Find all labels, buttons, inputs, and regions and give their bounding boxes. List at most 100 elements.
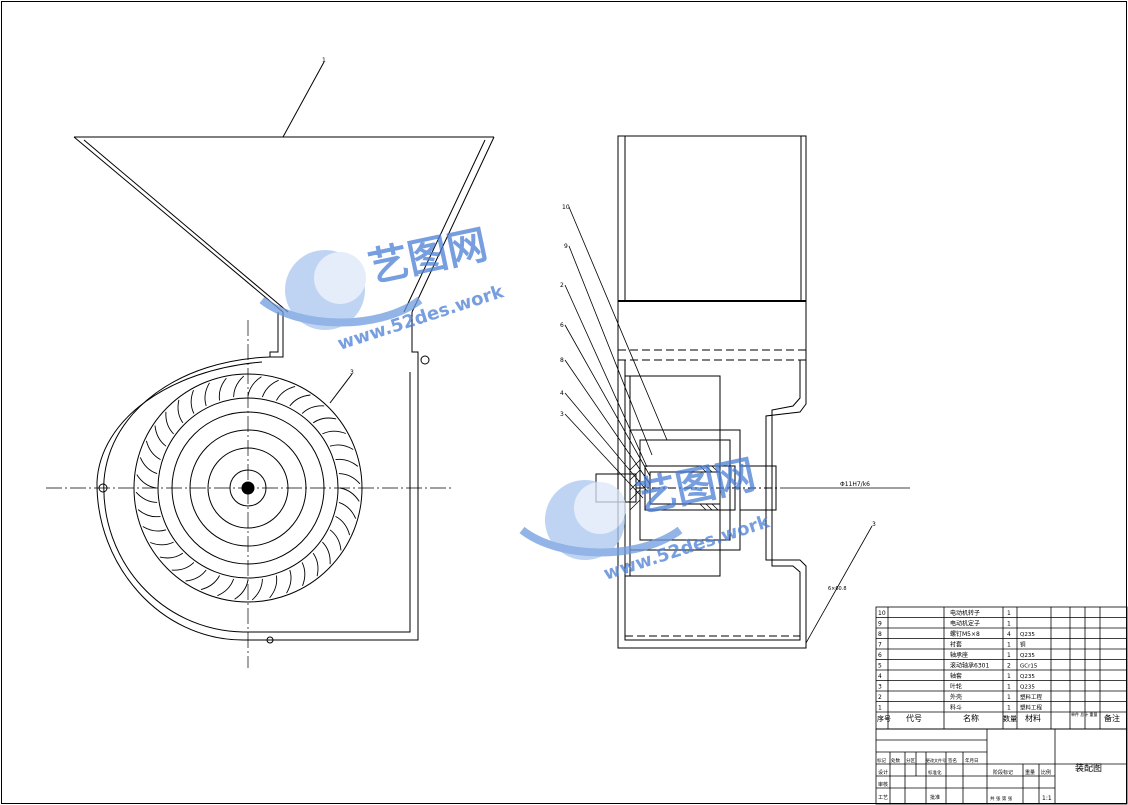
impeller-blade — [200, 575, 220, 591]
impeller-blade — [338, 501, 357, 519]
bom-row-name: 滚动轴承6301 — [950, 662, 989, 670]
bom-row-name: 轴承座 — [950, 651, 968, 659]
impeller-blade — [322, 430, 346, 435]
tb-label-sheet: 共 张 第 张 — [990, 795, 1013, 802]
impeller-blade — [159, 552, 184, 559]
section-label-8: 8 — [560, 357, 564, 364]
bom-row-name: 料斗 — [950, 704, 962, 712]
impeller-blade — [276, 385, 296, 401]
impeller-blade — [145, 440, 161, 460]
impeller-blade — [289, 394, 311, 407]
impeller-blade — [329, 444, 354, 450]
bom-row-name: 电动机转子 — [950, 609, 980, 617]
bom-row-seq: 2 — [878, 694, 882, 701]
impeller-blade — [329, 529, 342, 551]
leader-front-3 — [329, 373, 353, 404]
dimension-note: Φ11H7/k6 — [840, 481, 870, 488]
bom-header-qty: 数量 — [1003, 714, 1017, 723]
impeller-blade — [286, 569, 292, 594]
title-block — [875, 728, 1128, 805]
impeller-blade — [312, 552, 319, 577]
impeller-blade — [233, 375, 245, 398]
bom-row-seq: 9 — [878, 621, 882, 628]
tb-label-process: 工艺 — [878, 795, 888, 801]
bom-row-qty: 1 — [1007, 642, 1011, 649]
bom-row-seq: 1 — [878, 705, 882, 712]
bom-row-qty: 1 — [1007, 705, 1011, 712]
impeller-blade — [150, 541, 174, 546]
impeller-blade — [154, 425, 167, 447]
impeller-blade — [335, 458, 359, 467]
impeller-blade — [135, 491, 158, 503]
tb-label-count: 处数 — [891, 757, 900, 764]
tb-label-change-no: 更改文件号 — [926, 757, 946, 763]
impeller-blade — [185, 569, 207, 582]
bom-header-material: 材料 — [1025, 713, 1041, 723]
tb-label-approve: 批准 — [930, 794, 940, 801]
section-label-3: 3 — [560, 411, 564, 418]
bom-row-material: GCr15 — [1020, 664, 1038, 670]
tb-label-check: 审核 — [878, 781, 888, 788]
bom-row-name: 衬套 — [950, 641, 962, 649]
bom-row-name: 螺钉M5×8 — [950, 630, 980, 638]
bom-row-material: Q235 — [1020, 632, 1035, 638]
impeller-blade — [247, 376, 262, 397]
impeller-blade — [171, 562, 195, 571]
front-centerlines — [46, 320, 452, 668]
bom-header-unit-weight: 单件 总计 重量 — [1071, 711, 1098, 717]
hopper-section — [617, 135, 807, 302]
impeller-blade — [339, 487, 360, 502]
bom-row-qty: 4 — [1007, 631, 1011, 638]
tb-label-date: 年月日 — [965, 757, 979, 764]
bom-row-qty: 1 — [1007, 621, 1011, 628]
tb-label-standard: 标准化 — [928, 769, 942, 776]
section-view — [564, 135, 910, 649]
front-label-1: 1 — [322, 57, 326, 64]
section-label-3b: 3 — [872, 521, 876, 528]
bom-row-qty: 1 — [1007, 652, 1011, 659]
bom-header-code: 代号 — [906, 713, 922, 723]
bom-header-remark: 备注 — [1104, 713, 1120, 723]
section-label-10: 10 — [562, 204, 570, 211]
impeller-blade — [142, 526, 167, 532]
section-leaders — [564, 206, 873, 644]
bom-row-qty: 1 — [1007, 694, 1011, 701]
bom-row-seq: 3 — [878, 684, 882, 691]
title-block-text: 装配图 1:1 标记 处数 分区 更改文件号 签名 年月日 设计 标准化 审核 … — [877, 757, 1102, 802]
impeller-blade — [204, 382, 210, 407]
bom-row-material: Q235 — [1020, 685, 1035, 691]
impeller-blade — [218, 377, 227, 401]
section-label-2: 2 — [560, 282, 564, 289]
leader-labels: 1 3 10 9 2 6 8 4 3 3 Φ11H7/k6 6×60.8 — [322, 57, 876, 592]
watermark-top: 艺图网 www.52des.work — [259, 222, 507, 355]
impeller-blade — [190, 390, 195, 414]
impeller-blade — [261, 379, 279, 398]
bom-row-name: 电动机定子 — [950, 620, 980, 628]
front-view — [73, 61, 495, 644]
bom-row-material: Q235 — [1020, 653, 1035, 659]
impeller-blade — [137, 509, 161, 518]
bom-row-seq: 7 — [878, 642, 882, 649]
impeller-blades — [135, 375, 361, 601]
impeller-blade — [251, 578, 263, 601]
impeller-blade — [165, 411, 174, 435]
bom-row-qty: 1 — [1007, 684, 1011, 691]
bom-row-name: 轴套 — [950, 672, 962, 680]
drawing-scale: 1:1 — [1042, 795, 1052, 802]
bom-row-qty: 1 — [1007, 673, 1011, 680]
hopper — [73, 136, 495, 313]
tb-label-weight: 重量 — [1025, 769, 1035, 776]
bom-row-name: 外壳 — [950, 693, 962, 701]
bom-row-material: 塑料工程 — [1020, 693, 1043, 701]
bom-row-material: 铜 — [1020, 641, 1026, 649]
housing-volute — [103, 356, 411, 633]
front-label-3: 3 — [350, 369, 354, 376]
impeller-blade — [301, 562, 306, 586]
bom-header: 序号 代号 名称 数量 材料 单件 总计 重量 备注 — [877, 711, 1120, 723]
bom-row-seq: 8 — [878, 631, 882, 638]
bom-row-seq: 6 — [878, 652, 882, 659]
impeller-blade — [301, 405, 325, 414]
tb-label-scale: 比例 — [1041, 769, 1051, 776]
